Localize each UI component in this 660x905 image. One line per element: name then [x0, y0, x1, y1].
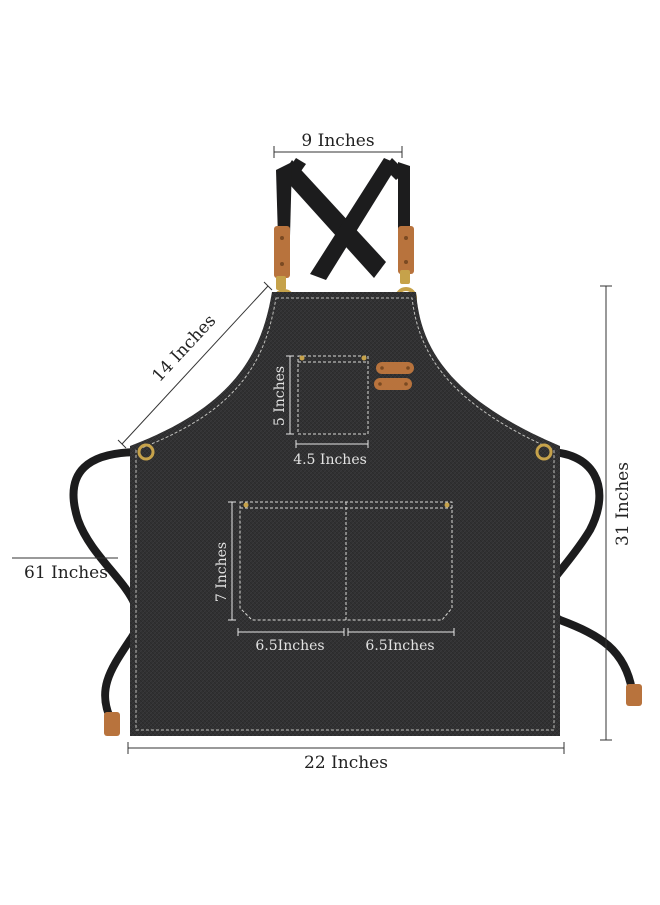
neck-straps: [276, 158, 410, 280]
edge-stitching: [135, 297, 555, 731]
waist-ties-label: 61 Inches: [24, 563, 108, 583]
lower-pocket: [239, 501, 453, 621]
chest-pocket: [297, 355, 369, 435]
leather-strap-tabs: [274, 226, 414, 278]
right-eyelet: [535, 443, 553, 461]
left-tie-tab: [104, 712, 120, 736]
pen-holder-tabs: [374, 362, 414, 390]
dimension-lines: [12, 146, 612, 754]
pocket-dimension-lines: [228, 355, 455, 636]
right-tie-tab: [626, 684, 642, 706]
chest-pocket-height-label: 5 Inches: [272, 366, 288, 426]
lower-pocket-left-width-label: 6.5Inches: [255, 638, 324, 654]
top-width-label: 9 Inches: [301, 131, 374, 151]
lower-pocket-right-width-label: 6.5Inches: [365, 638, 434, 654]
left-eyelet: [137, 443, 155, 461]
chest-pocket-width-label: 4.5 Inches: [293, 452, 367, 468]
length-label: 31 Inches: [613, 462, 633, 546]
apron-body: [130, 292, 560, 736]
bottom-width-label: 22 Inches: [304, 753, 388, 773]
lower-pocket-height-label: 7 Inches: [214, 542, 230, 602]
